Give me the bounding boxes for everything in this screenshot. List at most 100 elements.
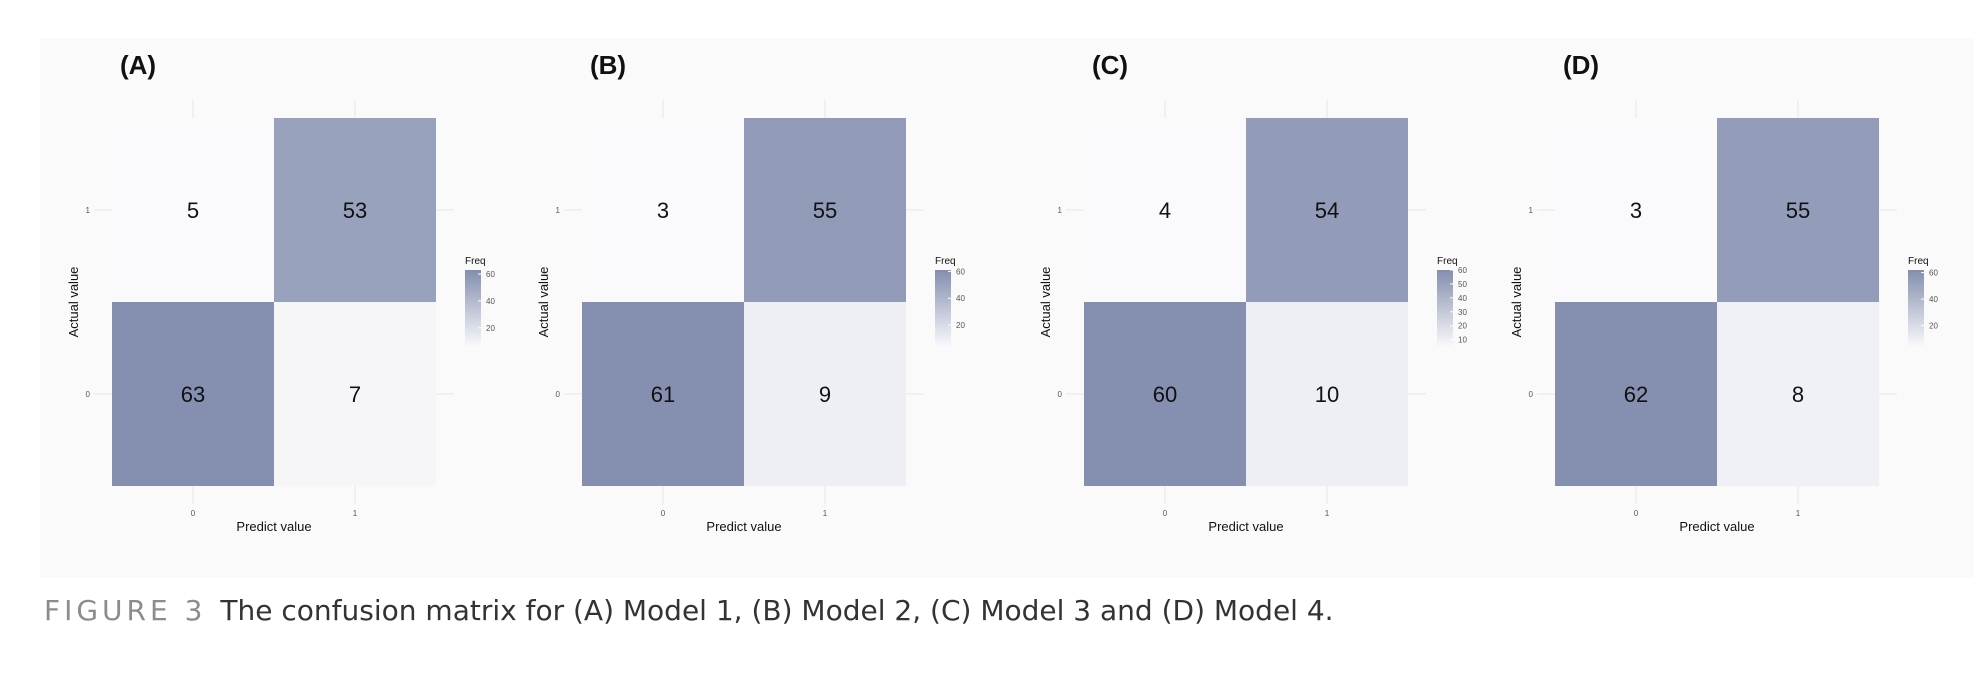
legend-tick-label: 40: [1458, 294, 1467, 303]
legend-gradient-step: [1908, 318, 1924, 322]
legend-gradient-step: [935, 291, 951, 294]
legend-gradient-step: [1908, 338, 1924, 341]
legend-gradient-step: [1437, 340, 1453, 343]
legend-gradient-step: [1437, 299, 1453, 302]
y-axis-title: Actual value: [1038, 267, 1053, 338]
y-tick-label: 0: [1529, 390, 1534, 399]
legend-gradient-step: [1437, 342, 1453, 345]
cell-value-label: 53: [343, 198, 367, 223]
legend-gradient-step: [935, 334, 951, 337]
legend-gradient-step: [1437, 332, 1453, 335]
legend-gradient-step: [935, 344, 951, 347]
legend-gradient-step: [935, 281, 951, 285]
legend-gradient-step: [935, 326, 951, 330]
legend-gradient-step: [1908, 270, 1924, 273]
legend-gradient-step: [465, 277, 481, 281]
legend-gradient-step: [935, 279, 951, 283]
legend-gradient-step: [1908, 303, 1924, 306]
legend-gradient-step: [1908, 295, 1924, 298]
legend-gradient-step: [1908, 334, 1924, 337]
cell-value-label: 5: [187, 198, 199, 223]
legend-tick-label: 40: [1929, 295, 1938, 304]
legend-gradient-step: [1437, 277, 1453, 281]
legend-tick-label: 60: [1929, 269, 1938, 278]
legend-gradient-step: [1908, 326, 1924, 330]
legend-gradient-step: [1908, 305, 1924, 308]
legend-gradient-step: [935, 301, 951, 304]
legend-gradient-step: [935, 316, 951, 320]
legend-tick-label: 20: [1929, 322, 1938, 331]
legend-tick-label: 10: [1458, 336, 1467, 345]
legend-gradient-step: [465, 320, 481, 324]
legend-gradient-step: [1908, 271, 1924, 275]
legend-gradient-step: [1908, 330, 1924, 333]
legend-gradient-step: [1437, 270, 1453, 273]
heatmap-cell-actual-0-predict-1: [1246, 302, 1408, 486]
legend-gradient-step: [935, 287, 951, 291]
legend-title: Freq: [465, 256, 486, 267]
legend-gradient-step: [465, 318, 481, 322]
cell-value-label: 4: [1159, 198, 1171, 223]
panel-label: (A): [120, 50, 156, 80]
legend-gradient-step: [1908, 275, 1924, 279]
legend-tick-label: 60: [486, 270, 495, 279]
figure-caption-text: The confusion matrix for (A) Model 1, (B…: [220, 594, 1334, 627]
legend-gradient-step: [1437, 338, 1453, 341]
legend-gradient-step: [1908, 285, 1924, 289]
legend-gradient-step: [1437, 305, 1453, 308]
legend-gradient-step: [465, 293, 481, 296]
legend-gradient-step: [465, 307, 481, 310]
legend-gradient-step: [465, 310, 481, 314]
legend-gradient-step: [465, 301, 481, 304]
y-tick-label: 1: [1058, 206, 1063, 215]
y-tick-label: 1: [86, 206, 91, 215]
legend-gradient-step: [465, 340, 481, 343]
x-tick-label: 0: [1163, 509, 1168, 518]
legend-gradient-step: [465, 346, 481, 349]
legend-tick-label: 30: [1458, 308, 1467, 317]
legend-title: Freq: [1908, 256, 1929, 267]
legend-gradient-step: [1908, 309, 1924, 312]
legend-gradient-step: [1908, 320, 1924, 324]
legend-gradient-step: [935, 295, 951, 298]
legend-gradient-step: [1437, 336, 1453, 339]
legend-gradient-step: [1437, 314, 1453, 318]
legend-gradient-step: [465, 326, 481, 330]
legend-gradient-step: [1437, 316, 1453, 320]
legend-gradient-step: [465, 332, 481, 335]
legend-gradient-step: [1908, 346, 1924, 349]
legend-gradient-step: [1437, 295, 1453, 298]
cell-value-label: 9: [819, 382, 831, 407]
legend-gradient-step: [465, 312, 481, 316]
legend-gradient-step: [465, 309, 481, 312]
legend-gradient-step: [1437, 271, 1453, 275]
legend-gradient-step: [935, 338, 951, 341]
legend-gradient-step: [1437, 273, 1453, 277]
heatmap-cell-actual-0-predict-1: [274, 302, 436, 486]
y-tick-label: 1: [1529, 206, 1534, 215]
y-axis-title: Actual value: [536, 267, 551, 338]
legend-gradient-step: [935, 346, 951, 349]
legend-gradient-step: [465, 336, 481, 339]
x-tick-label: 1: [823, 509, 828, 518]
figure-caption-label: FIGURE 3: [44, 594, 207, 627]
cell-value-label: 63: [181, 382, 205, 407]
legend-gradient-step: [465, 285, 481, 289]
x-axis-title: Predict value: [706, 519, 781, 534]
panel-label: (C): [1092, 50, 1128, 80]
legend-gradient-step: [1908, 287, 1924, 291]
legend-gradient-step: [1908, 301, 1924, 304]
x-tick-label: 1: [1796, 509, 1801, 518]
figure-caption: FIGURE 3 The confusion matrix for (A) Mod…: [44, 594, 1334, 627]
legend-gradient-step: [465, 314, 481, 318]
legend-gradient-step: [1908, 291, 1924, 294]
cell-value-label: 7: [349, 382, 361, 407]
heatmap-cell-actual-1-predict-1: [744, 118, 906, 302]
legend-gradient-step: [465, 338, 481, 341]
legend-gradient-step: [465, 283, 481, 287]
legend-gradient-step: [1437, 318, 1453, 322]
cell-value-label: 10: [1315, 382, 1339, 407]
